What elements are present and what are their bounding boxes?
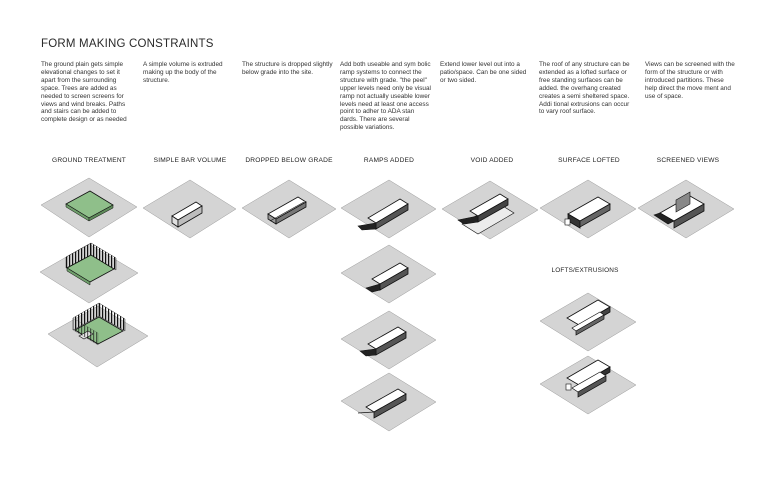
heading-surface-lofted: SURFACE LOFTED [558, 157, 620, 164]
heading-void-added: VOID ADDED [470, 157, 514, 164]
description-dropped-below-grade: The structure is dropped slightly below … [242, 61, 333, 76]
page-title: FORM MAKING CONSTRAINTS [41, 38, 214, 50]
loft-extrusion-diagram-2 [539, 355, 637, 415]
dropped-below-grade-diagram [241, 179, 337, 239]
bar-volume-diagram [142, 179, 237, 239]
description-simple-bar-volume: A simple volume is extruded making up th… [143, 61, 223, 84]
heading-screened-views: SCREENED VIEWS [656, 157, 720, 164]
heading-simple-bar-volume: SIMPLE BAR VOLUME [153, 157, 227, 164]
screened-views-diagram [637, 179, 735, 239]
void-added-diagram [441, 180, 539, 240]
description-screened-views: Views can be screened with the form of t… [645, 61, 735, 100]
description-void-added: Extend lower level out into a patio/spac… [440, 61, 527, 84]
loft-extrusion-diagram-1 [539, 292, 637, 352]
heading-ground-treatment: GROUND TREATMENT [51, 157, 127, 164]
ramp-diagram-4 [340, 372, 437, 432]
ground-plane-diagram-3 [47, 302, 149, 368]
heading-lofts-extrusions: LOFTS/EXTRUSIONS [551, 267, 619, 274]
heading-ramps-added: RAMPS ADDED [363, 157, 415, 164]
ramp-diagram-3 [340, 310, 437, 370]
ramp-diagram-2 [340, 244, 437, 304]
heading-dropped-below-grade: DROPPED BELOW GRADE [245, 157, 333, 164]
ground-plane-diagram-2 [39, 242, 139, 304]
description-ramps-added: Add both useable and sym bolic ramp syst… [340, 61, 431, 132]
surface-lofted-diagram [539, 179, 637, 239]
description-surface-lofted: The roof of any structure can be extende… [539, 61, 630, 116]
ground-plane-diagram-1 [40, 177, 138, 238]
ramp-diagram-1 [340, 179, 437, 239]
description-ground-treatment: The ground plain gets simple elevational… [41, 61, 127, 124]
